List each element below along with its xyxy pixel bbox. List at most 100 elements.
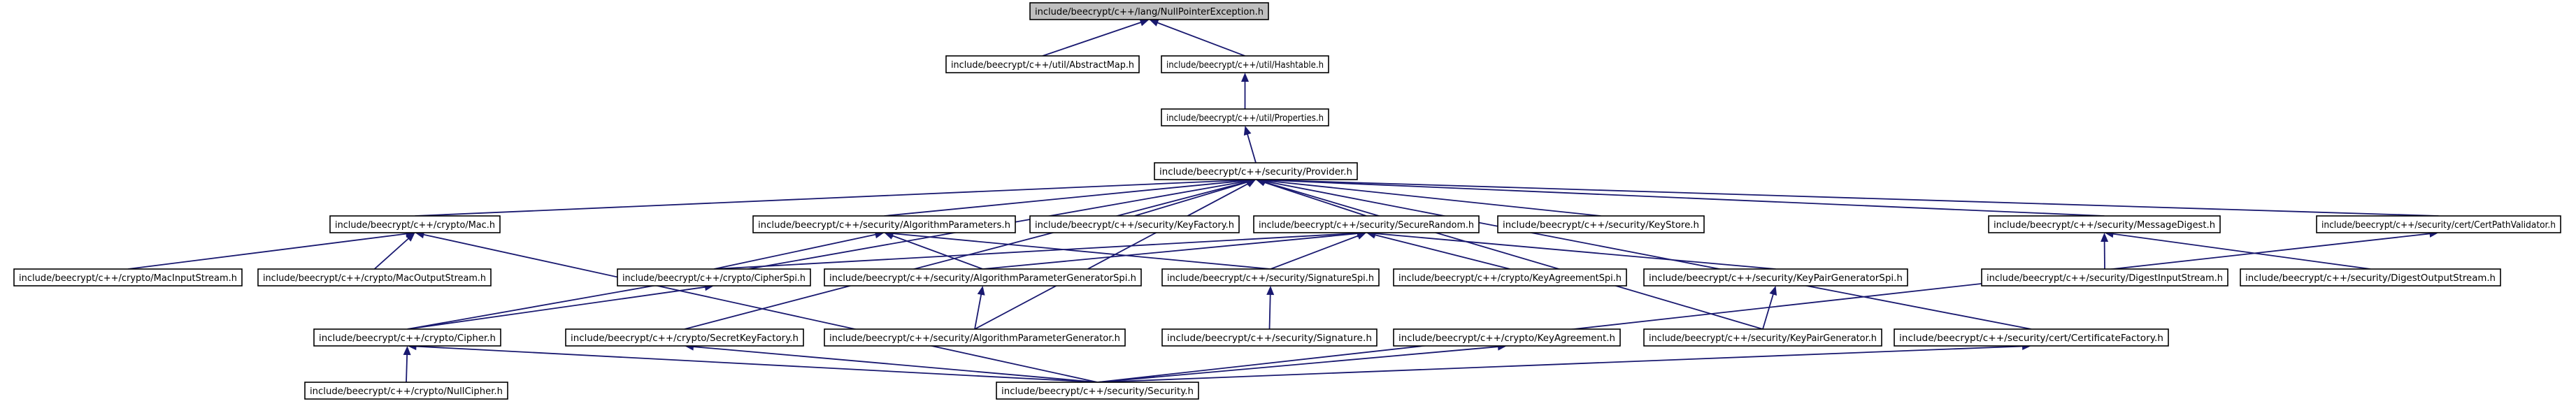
node-securerandom[interactable]: include/beecrypt/c++/security/SecureRand… (1253, 215, 1480, 233)
edge-line (407, 286, 706, 330)
node-cipher[interactable]: include/beecrypt/c++/crypto/Cipher.h (313, 328, 501, 347)
edge-security-to-skf (685, 342, 1098, 383)
node-nullcipher[interactable]: include/beecrypt/c++/crypto/NullCipher.h (304, 382, 508, 400)
node-digin[interactable]: include/beecrypt/c++/security/DigestInpu… (1981, 268, 2228, 287)
edge-line (1264, 181, 1367, 217)
edge-line (373, 238, 410, 270)
edge-certpath-to-provider (1256, 175, 2439, 217)
edge-kpg-to-kpgspi (1762, 286, 1777, 330)
edge-macout-to-mac (373, 233, 415, 270)
edge-kpg-to-provider (1256, 178, 1763, 330)
arrowhead (977, 286, 985, 296)
node-box (313, 328, 501, 347)
node-label: include/beecrypt/c++/security/Signature.… (1167, 333, 1372, 344)
arrowhead (1149, 19, 1159, 27)
edge-line (415, 345, 1098, 383)
node-certpath[interactable]: include/beecrypt/c++/security/cert/CertP… (2316, 215, 2561, 233)
node-cipherspi[interactable]: include/beecrypt/c++/crypto/CipherSpi.h (617, 268, 811, 287)
node-box (1253, 215, 1480, 233)
edge-security-to-keyagree (1097, 342, 1507, 383)
node-label: include/beecrypt/c++/crypto/Cipher.h (319, 333, 496, 344)
edge-apg-to-apgspi (974, 286, 985, 330)
node-absmap[interactable]: include/beecrypt/c++/util/AbstractMap.h (945, 55, 1140, 73)
node-keystore[interactable]: include/beecrypt/c++/security/KeyStore.h (1497, 215, 1705, 233)
arrowhead (406, 233, 415, 242)
node-box (1161, 328, 1378, 347)
node-box (752, 215, 1016, 233)
edge-kaspi-to-securerandom (1366, 231, 1510, 270)
edge-line (713, 233, 876, 270)
arrowhead (2101, 233, 2109, 242)
node-box (1161, 55, 1329, 73)
edge-security-to-certpath (1097, 229, 2439, 383)
edge-line (884, 180, 1248, 217)
node-mac[interactable]: include/beecrypt/c++/crypto/Mac.h (329, 215, 501, 233)
node-box (1643, 268, 1908, 287)
edge-line (1264, 180, 2032, 330)
edge-security-to-certfactory (1097, 342, 2031, 383)
node-box (1029, 2, 1269, 20)
node-box (2240, 268, 2501, 287)
node-label: include/beecrypt/c++/security/AlgorithmP… (758, 219, 1010, 231)
node-msgdigest[interactable]: include/beecrypt/c++/security/MessageDig… (1988, 215, 2221, 233)
edge-line (1762, 293, 1774, 330)
node-npe[interactable]: include/beecrypt/c++/lang/NullPointerExc… (1029, 2, 1269, 20)
node-kpgspi[interactable]: include/beecrypt/c++/security/KeyPairGen… (1643, 268, 1908, 287)
node-label: include/beecrypt/c++/security/KeyPairGen… (1649, 333, 1877, 344)
edge-sigspi-to-securerandom (1270, 232, 1366, 270)
edge-properties-to-hashtable (1241, 73, 1249, 109)
edge-line (1264, 179, 2105, 217)
node-label: include/beecrypt/c++/crypto/MacInputStre… (19, 273, 237, 284)
edge-line (1134, 181, 1248, 217)
node-properties[interactable]: include/beecrypt/c++/util/Properties.h (1161, 108, 1329, 126)
node-macout[interactable]: include/beecrypt/c++/crypto/MacOutputStr… (257, 268, 492, 287)
edge-cipher-to-provider (407, 177, 1256, 330)
edge-line (423, 233, 1098, 383)
node-kaspi[interactable]: include/beecrypt/c++/crypto/KeyAgreement… (1393, 268, 1627, 287)
edge-line (406, 354, 408, 383)
node-label: include/beecrypt/c++/util/AbstractMap.h (951, 59, 1134, 71)
node-label: include/beecrypt/c++/util/Properties.h (1166, 113, 1324, 124)
node-box (1161, 108, 1329, 126)
node-provider[interactable]: include/beecrypt/c++/security/Provider.h (1154, 162, 1358, 180)
node-box (1029, 215, 1240, 233)
node-macin[interactable]: include/beecrypt/c++/crypto/MacInputStre… (13, 268, 243, 287)
edges-layer (127, 18, 2439, 383)
edge-line (1268, 293, 1271, 330)
node-label: include/beecrypt/c++/crypto/NullCipher.h (310, 386, 503, 397)
edge-digin-to-msgdigest (2101, 233, 2109, 270)
edge-line (982, 233, 1359, 270)
node-box (329, 215, 501, 233)
node-signature[interactable]: include/beecrypt/c++/security/Signature.… (1161, 328, 1378, 347)
node-hashtable[interactable]: include/beecrypt/c++/util/Hashtable.h (1161, 55, 1329, 73)
arrowhead (1769, 286, 1777, 296)
node-box (1643, 328, 1882, 347)
edge-line (692, 346, 1098, 383)
edge-line (1247, 133, 1257, 164)
node-label: include/beecrypt/c++/security/Security.h (1001, 386, 1194, 397)
node-apg[interactable]: include/beecrypt/c++/security/AlgorithmP… (824, 328, 1126, 347)
edge-digout-to-msgdigest (2104, 230, 2371, 270)
node-algparams[interactable]: include/beecrypt/c++/security/AlgorithmP… (752, 215, 1016, 233)
node-box (2316, 215, 2561, 233)
arrowhead (1356, 232, 1366, 240)
node-box (996, 382, 1199, 400)
node-certfactory[interactable]: include/beecrypt/c++/security/cert/Certi… (1894, 328, 2169, 347)
edge-cipher-to-cipherspi (407, 283, 714, 330)
node-apgspi[interactable]: include/beecrypt/c++/security/AlgorithmP… (824, 268, 1142, 287)
node-security[interactable]: include/beecrypt/c++/security/Security.h (996, 382, 1199, 400)
edge-line (1374, 233, 1776, 270)
node-keyfactory[interactable]: include/beecrypt/c++/security/KeyFactory… (1029, 215, 1240, 233)
node-kpg[interactable]: include/beecrypt/c++/security/KeyPairGen… (1643, 328, 1882, 347)
node-box (565, 328, 804, 347)
node-keyagree[interactable]: include/beecrypt/c++/crypto/KeyAgreement… (1393, 328, 1621, 347)
node-label: include/beecrypt/c++/security/Provider.h (1159, 166, 1352, 177)
arrowhead (1266, 286, 1275, 296)
node-digout[interactable]: include/beecrypt/c++/security/DigestOutp… (2240, 268, 2501, 287)
edge-line (974, 293, 982, 330)
edge-line (892, 233, 1271, 270)
node-label: include/beecrypt/c++/security/KeyStore.h (1503, 219, 1699, 231)
edge-macin-to-mac (127, 230, 415, 270)
node-sigspi[interactable]: include/beecrypt/c++/security/SignatureS… (1161, 268, 1380, 287)
node-skf[interactable]: include/beecrypt/c++/crypto/SecretKeyFac… (565, 328, 804, 347)
